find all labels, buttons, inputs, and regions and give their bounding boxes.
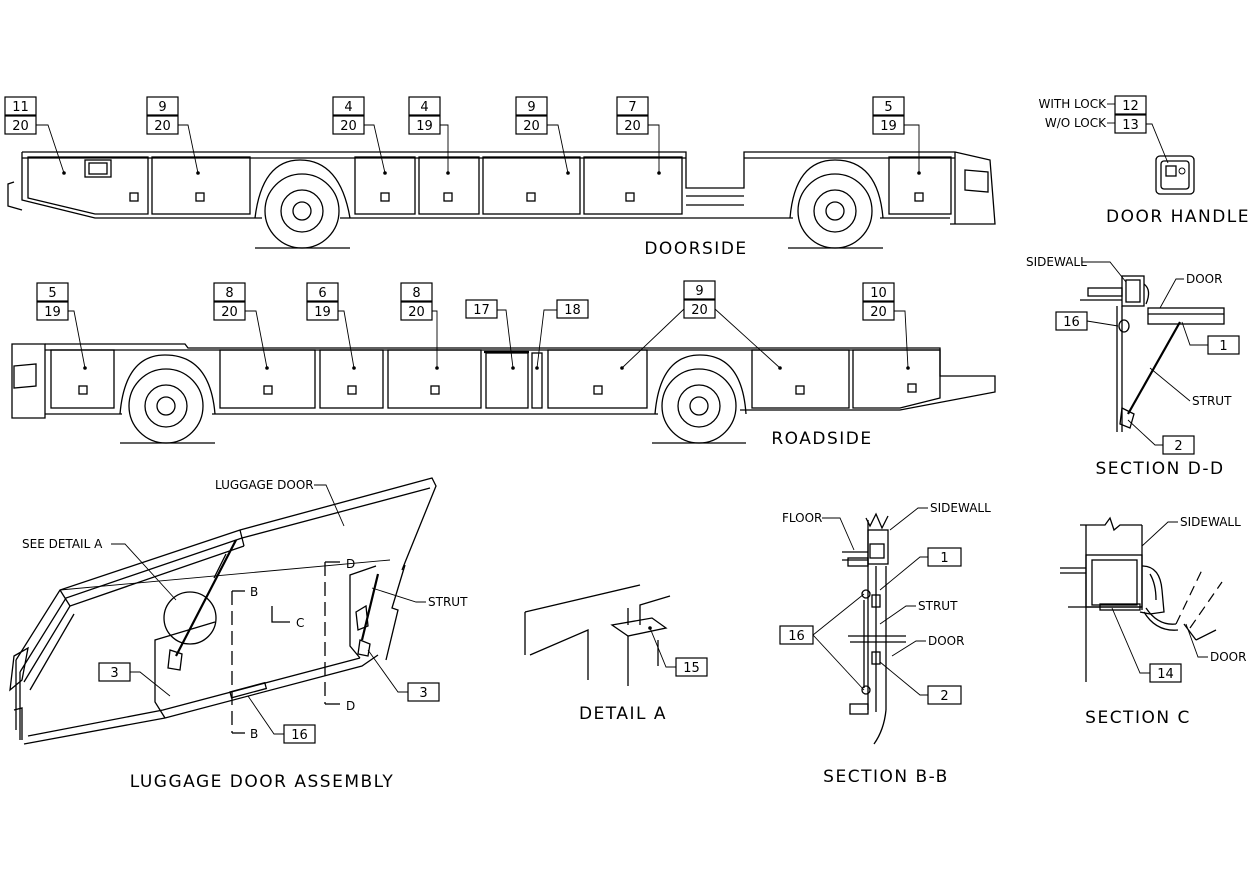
section-bb-strut-label: STRUT (918, 599, 958, 613)
roadside-callout-5: 9 20 (683, 280, 716, 319)
section-mark-b-top: B (250, 585, 258, 599)
section-bb-view: FLOOR SIDEWALL 1 STRUT DOOR 16 (779, 501, 991, 787)
svg-text:5: 5 (884, 100, 892, 115)
section-bb-door-label: DOOR (928, 634, 964, 648)
luggage-door-assembly-title: LUGGAGE DOOR ASSEMBLY (130, 772, 395, 792)
roadside-view: 5 19 8 20 6 19 8 20 9 20 10 20 (11, 280, 996, 449)
section-bb-title: SECTION B-B (823, 767, 949, 787)
svg-text:10: 10 (870, 286, 887, 301)
roadside-callout-1: 5 19 (36, 282, 69, 321)
svg-text:20: 20 (624, 119, 641, 134)
section-bb-sidewall-label: SIDEWALL (930, 501, 991, 515)
svg-text:11: 11 (12, 100, 29, 115)
section-bb-part-16: 16 (788, 629, 805, 644)
svg-text:8: 8 (225, 286, 233, 301)
section-c-door-label: DOOR (1210, 650, 1246, 664)
doorside-callout-4: 4 19 (408, 96, 441, 135)
section-bb-part-1: 1 (940, 551, 948, 566)
door-handle-title: DOOR HANDLE (1106, 207, 1248, 227)
section-bb-floor-label: FLOOR (782, 511, 822, 525)
svg-text:19: 19 (44, 305, 61, 320)
svg-text:9: 9 (158, 100, 166, 115)
section-mark-b-bottom: B (250, 727, 258, 741)
luggage-part-3-left: 3 (110, 666, 118, 681)
section-c-sidewall-label: SIDEWALL (1180, 515, 1241, 529)
svg-text:20: 20 (870, 305, 887, 320)
section-dd-view: SIDEWALL DOOR STRUT 16 1 2 SECTION D-D (1026, 255, 1240, 479)
svg-text:19: 19 (880, 119, 897, 134)
svg-text:20: 20 (12, 119, 29, 134)
roadside-callout-3: 6 19 (306, 282, 339, 321)
svg-text:6: 6 (318, 286, 326, 301)
with-lock-part: 12 (1122, 99, 1139, 114)
doorside-callout-5: 9 20 (515, 96, 548, 135)
svg-text:20: 20 (221, 305, 238, 320)
svg-text:4: 4 (344, 100, 352, 115)
section-c-title: SECTION C (1085, 708, 1191, 728)
section-dd-part-16: 16 (1063, 315, 1080, 330)
section-dd-part-1: 1 (1219, 339, 1227, 354)
svg-text:8: 8 (412, 286, 420, 301)
section-dd-door-label: DOOR (1186, 272, 1222, 286)
luggage-door-assembly-view: B B C D D LUGGAGE DOOR SEE DETAIL A STRU… (9, 477, 468, 792)
svg-text:20: 20 (340, 119, 357, 134)
doorside-callout-1: 11 20 (4, 96, 37, 135)
section-mark-d-top: D (346, 557, 355, 571)
doorside-callout-3: 4 20 (332, 96, 365, 135)
door-handle-view: WITH LOCK 12 W/O LOCK 13 DOOR HANDLE (1038, 95, 1248, 227)
svg-text:9: 9 (527, 100, 535, 115)
svg-text:4: 4 (420, 100, 428, 115)
roadside-callout-4: 8 20 (400, 282, 433, 321)
section-c-part-14: 14 (1157, 667, 1174, 682)
doorside-view: 11 20 9 20 4 20 4 19 9 20 7 20 (4, 96, 996, 259)
luggage-door-label: LUGGAGE DOOR (215, 478, 314, 492)
svg-text:20: 20 (408, 305, 425, 320)
doorside-callout-7: 5 19 (872, 96, 905, 135)
section-dd-part-2: 2 (1174, 439, 1182, 454)
doorside-title: DOORSIDE (644, 239, 747, 259)
svg-text:19: 19 (314, 305, 331, 320)
roadside-callout-18: 18 (556, 299, 589, 319)
luggage-strut-label: STRUT (428, 595, 468, 609)
svg-text:20: 20 (154, 119, 171, 134)
roadside-callout-2: 8 20 (213, 282, 246, 321)
svg-text:20: 20 (523, 119, 540, 134)
section-c-view: SIDEWALL DOOR 14 SECTION C (1060, 515, 1246, 728)
svg-text:5: 5 (48, 286, 56, 301)
svg-text:7: 7 (628, 100, 636, 115)
roadside-title: ROADSIDE (771, 429, 872, 449)
with-lock-label: WITH LOCK (1038, 97, 1107, 111)
svg-text:20: 20 (691, 303, 708, 318)
detail-a-title: DETAIL A (579, 704, 667, 724)
roadside-callout-6: 10 20 (862, 282, 895, 321)
section-dd-title: SECTION D-D (1095, 459, 1224, 479)
luggage-part-3-right: 3 (419, 686, 427, 701)
svg-text:9: 9 (695, 284, 703, 299)
section-mark-c: C (296, 616, 304, 630)
svg-text:19: 19 (416, 119, 433, 134)
without-lock-label: W/O LOCK (1045, 116, 1107, 130)
svg-text:17: 17 (473, 303, 490, 318)
section-mark-d-bottom: D (346, 699, 355, 713)
section-bb-part-2: 2 (940, 689, 948, 704)
doorside-callout-6: 7 20 (616, 96, 649, 135)
see-detail-a-label: SEE DETAIL A (22, 537, 103, 551)
luggage-part-16: 16 (291, 728, 308, 743)
svg-text:18: 18 (564, 303, 581, 318)
doorside-callout-2: 9 20 (146, 96, 179, 135)
without-lock-part: 13 (1122, 118, 1139, 133)
detail-a-view: 15 DETAIL A (524, 584, 708, 724)
detail-a-part-15: 15 (683, 661, 700, 676)
roadside-callout-17: 17 (465, 299, 498, 319)
section-dd-sidewall-label: SIDEWALL (1026, 255, 1087, 269)
section-dd-strut-label: STRUT (1192, 394, 1232, 408)
